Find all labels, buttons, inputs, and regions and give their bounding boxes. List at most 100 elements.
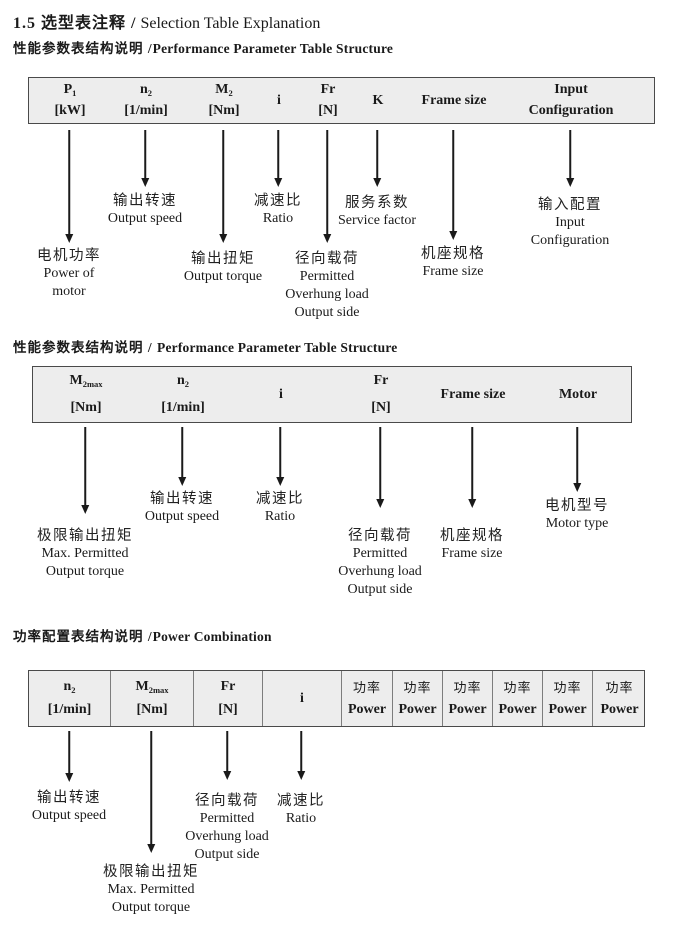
label-line: Overhung load bbox=[185, 829, 269, 844]
header-text: [1/min] bbox=[47, 702, 92, 718]
column-label: 机座规格 Frame size bbox=[421, 245, 485, 281]
header-text: 功率 bbox=[453, 679, 482, 695]
header-text: Power bbox=[498, 701, 537, 717]
table-column-header: Fr[N] bbox=[371, 367, 390, 422]
table-column-header: Frame size bbox=[422, 78, 487, 123]
label-line: Overhung load bbox=[285, 287, 369, 302]
table-column-header: Fr[N] bbox=[318, 78, 337, 123]
header-text: n2 bbox=[176, 372, 190, 389]
down-arrow bbox=[569, 130, 571, 178]
header-text: Configuration bbox=[528, 103, 614, 118]
label-line: 机座规格 bbox=[421, 246, 485, 262]
label-line: Output torque bbox=[183, 269, 263, 284]
label-line: 电机功率 bbox=[37, 248, 101, 264]
table-column-header: P1 [kW] bbox=[54, 78, 85, 123]
section-heading-performance-1: 性能参数表结构说明 /Performance Parameter Table S… bbox=[13, 37, 393, 57]
down-arrow bbox=[279, 427, 281, 477]
down-arrow bbox=[84, 427, 86, 505]
column-label: 输出扭矩 Output torque bbox=[184, 250, 262, 286]
label-line: 径向载荷 bbox=[195, 793, 259, 809]
section-heading-en: Power Combination bbox=[152, 629, 272, 644]
header-text: [Nm] bbox=[136, 702, 168, 718]
header-text: Fr bbox=[373, 373, 389, 388]
label-line: Permitted bbox=[299, 269, 355, 284]
table-column-header: Fr[N] bbox=[194, 671, 263, 726]
label-line: Output speed bbox=[31, 808, 107, 823]
section-heading-zh: 性能参数表结构说明 / bbox=[13, 340, 158, 355]
header-text: [1/min] bbox=[124, 103, 168, 119]
table-column-header: 功率 Power bbox=[443, 671, 493, 726]
label-line: Output speed bbox=[144, 509, 220, 524]
down-arrow bbox=[222, 130, 224, 234]
label-line: 机座规格 bbox=[440, 528, 504, 544]
header-text: P1 bbox=[63, 81, 77, 98]
label-line: Ratio bbox=[262, 211, 294, 226]
label-line: 输出扭矩 bbox=[191, 251, 255, 267]
header-text: Frame size bbox=[440, 386, 506, 402]
label-line: Ratio bbox=[264, 509, 296, 524]
header-text: [kW] bbox=[54, 103, 86, 119]
header-text: Motor bbox=[558, 386, 598, 402]
header-text: 功率 bbox=[352, 679, 381, 695]
label-line: 电机型号 bbox=[545, 498, 609, 514]
label-line: Max. Permitted bbox=[41, 546, 129, 561]
label-line: Output side bbox=[294, 305, 360, 320]
label-line: Power of bbox=[43, 266, 95, 281]
down-arrow bbox=[144, 130, 146, 178]
label-line: Frame size bbox=[441, 546, 503, 561]
header-text: [Nm] bbox=[70, 400, 102, 416]
label-line: Output side bbox=[194, 847, 260, 862]
header-text: Fr bbox=[220, 679, 236, 694]
label-line: Motor type bbox=[545, 516, 609, 531]
label-line: Output speed bbox=[107, 211, 183, 226]
header-text: Input bbox=[554, 82, 588, 97]
header-text: Power bbox=[600, 701, 639, 717]
label-line: 极限输出扭矩 bbox=[103, 864, 199, 880]
label-line: 极限输出扭矩 bbox=[37, 528, 133, 544]
label-line: 径向载荷 bbox=[295, 251, 359, 267]
label-line: Permitted bbox=[352, 546, 408, 561]
table-column-header: n2 [1/min] bbox=[29, 671, 111, 726]
label-line: Output side bbox=[347, 582, 413, 597]
header-text: Power bbox=[448, 701, 487, 717]
label-line: Frame size bbox=[422, 264, 484, 279]
header-text: M2max bbox=[69, 372, 103, 389]
header-text: 功率 bbox=[605, 679, 634, 695]
header-text: i bbox=[279, 386, 283, 402]
header-text: n2 bbox=[139, 81, 153, 98]
section-heading-en: Performance Parameter Table Structure bbox=[157, 340, 398, 355]
page-title-en: Selection Table Explanation bbox=[136, 15, 321, 32]
down-arrow bbox=[68, 130, 70, 234]
down-arrow bbox=[300, 731, 302, 771]
down-arrow bbox=[181, 427, 183, 477]
section-heading-performance-2: 性能参数表结构说明 / Performance Parameter Table … bbox=[13, 336, 397, 356]
section-heading-zh: 功率配置表结构说明 / bbox=[13, 629, 153, 644]
label-line: Overhung load bbox=[338, 564, 422, 579]
column-label: 减速比 Ratio bbox=[254, 192, 302, 228]
label-line: Output torque bbox=[45, 564, 125, 579]
section-heading-zh: 性能参数表结构说明 / bbox=[13, 41, 153, 56]
header-text: n2 bbox=[63, 678, 76, 695]
table-column-header: Frame size bbox=[441, 367, 506, 422]
column-label: 机座规格 Frame size bbox=[440, 527, 504, 563]
header-text: M2 bbox=[215, 81, 233, 98]
label-line: 减速比 bbox=[254, 193, 302, 209]
header-text: [Nm] bbox=[208, 103, 240, 119]
section-heading-power-combination: 功率配置表结构说明 /Power Combination bbox=[13, 625, 272, 645]
